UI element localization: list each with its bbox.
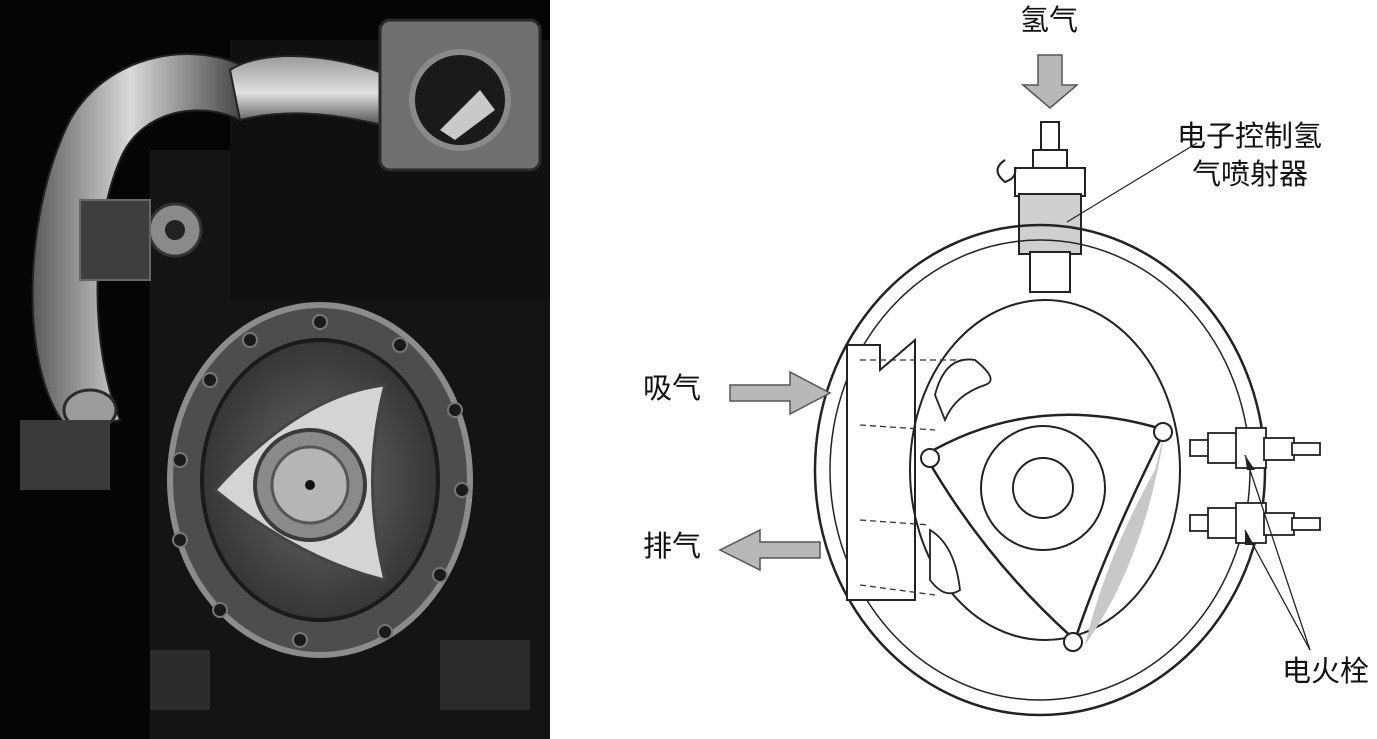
engine-photo-art: [20, 18, 550, 739]
spark-plug-upper: [1189, 427, 1321, 469]
hydrogen-label: 氢气: [1020, 3, 1079, 37]
eccentric-shaft-inner: [1012, 457, 1074, 519]
injector-label-line2: 气喷射器: [1192, 157, 1309, 191]
injector-leader: [1066, 142, 1198, 223]
rotary-engine-diagram: 氢气 电子控制氢 气喷射器 吸气 排气 电火栓: [585, 0, 1377, 739]
spark-plug-lower: [1189, 502, 1321, 544]
intake-label: 吸气: [643, 371, 702, 405]
port-lines: [859, 359, 970, 596]
exhaust-label: 排气: [643, 529, 702, 563]
intake-port: [934, 358, 992, 423]
hydrogen-arrow: [1020, 54, 1080, 109]
housing-outer: [813, 223, 1267, 717]
engine-photo: [0, 0, 550, 739]
trochoid-chamber: [909, 299, 1181, 641]
side-plate: [846, 337, 916, 601]
injector-label-line1: 电子控制氢: [1177, 119, 1323, 153]
diagram-art: [718, 54, 1321, 717]
exhaust-arrow: [718, 528, 821, 572]
exhaust-port: [929, 528, 961, 595]
injector-body: [996, 121, 1086, 293]
spark-plug-label: 电火栓: [1282, 654, 1370, 688]
intake-arrow: [729, 370, 832, 416]
rotor-shade: [1085, 430, 1165, 645]
